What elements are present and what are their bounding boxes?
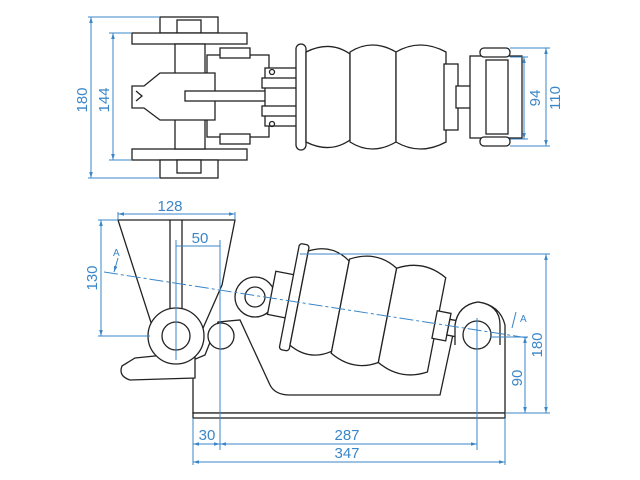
rod-pivot-bore [244,286,266,308]
dim-plate-span: 144 [96,87,113,112]
bolt [268,120,276,128]
upper-roller [219,47,251,59]
top-plate [131,32,248,45]
dim-overall-length: 347 [334,445,359,462]
centerline [103,271,529,339]
dim-overall-height: 180 [529,332,546,357]
bellows-flange [295,43,307,151]
ball-tip [135,90,144,102]
top-view: 180 144 94 110 [74,16,564,179]
section-mark-left: A [113,248,120,259]
section-arrow-right [511,311,517,329]
bottom-plate [131,148,248,161]
bellows-convolution-3 [395,44,447,150]
rear-roller-top [479,47,511,58]
dim-overall-width: 180 [74,87,91,112]
clamp-upper [261,77,301,89]
rod-clamp [264,67,301,127]
dim-head-width: 128 [157,198,182,215]
rear-roller-bottom [479,136,511,147]
side-view: A A 128 50 130 180 90 30 287 347 [84,198,550,465]
base-plate [192,412,506,419]
dim-pivot-distance: 287 [334,427,359,444]
dim-front-offset: 30 [199,427,216,444]
roller [207,322,235,350]
bellows-convolution-1 [305,45,351,149]
ball-head [131,72,216,121]
bellows-assembly [266,243,461,376]
dim-rear-pivot-height: 90 [509,370,526,387]
section-arrow-left [113,257,119,273]
clamp-lower [261,105,301,117]
dim-head-height: 130 [84,265,101,290]
lower-roller [219,133,251,145]
dim-pivot-offset: 50 [192,230,209,247]
dim-rear-outer: 110 [547,86,564,110]
push-rod [184,90,271,102]
dim-rear-inner: 94 [527,90,544,107]
rear-bracket-inner [485,59,509,135]
bolt [268,68,276,76]
top-ear-notch [176,19,202,34]
bottom-ear-notch [176,159,202,174]
section-mark-right: A [520,314,527,325]
bellows-convolution-2 [349,44,397,150]
